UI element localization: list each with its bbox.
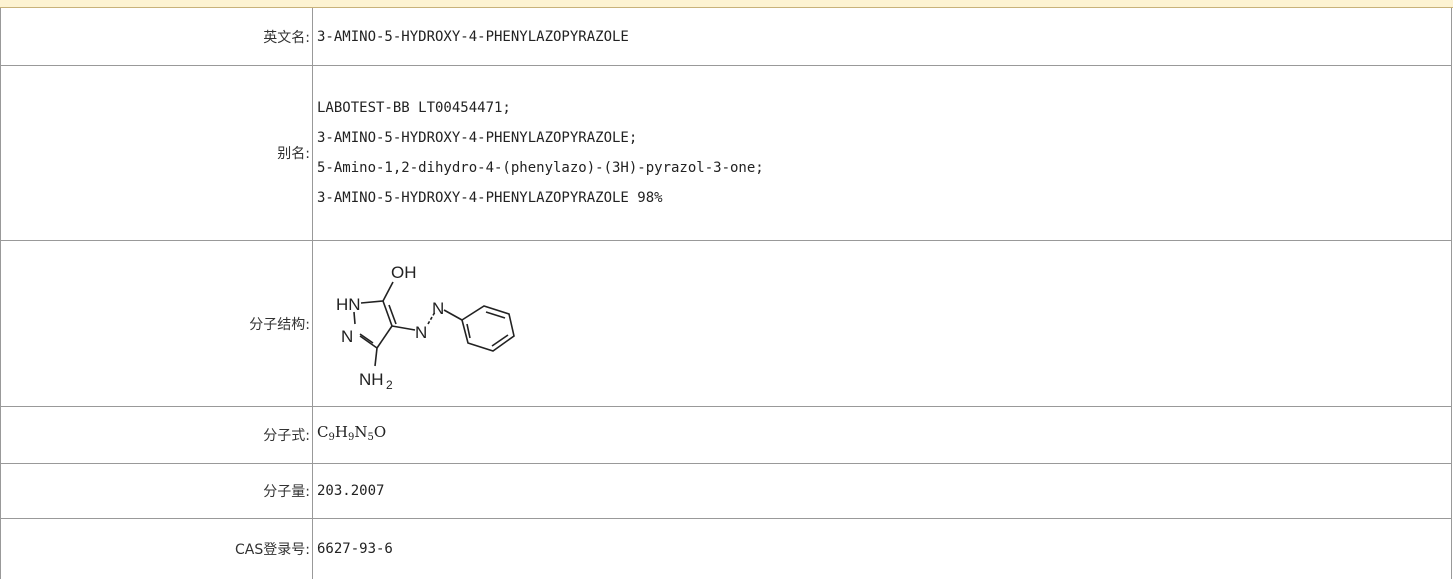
alias-item: 3-AMINO-5-HYDROXY-4-PHENYLAZOPYRAZOLE; xyxy=(317,130,638,146)
structure-value: OH HN N N N NH 2 xyxy=(313,241,1451,406)
bond xyxy=(360,299,384,304)
aliases-label: 别名: xyxy=(1,66,313,240)
bond xyxy=(443,308,463,321)
bond xyxy=(485,310,506,319)
formula-element: O xyxy=(373,423,387,441)
formula-element: H xyxy=(334,423,348,441)
bond xyxy=(374,347,378,366)
alias-item: 5-Amino-1,2-dihydro-4-(phenylazo)-(3H)-p… xyxy=(317,160,764,176)
atom-label: OH xyxy=(391,263,417,282)
bond xyxy=(359,334,378,349)
alias-item: 3-AMINO-5-HYDROXY-4-PHENYLAZOPYRAZOLE 98… xyxy=(317,190,663,206)
formula-count: 9 xyxy=(328,432,335,443)
phenyl-ring xyxy=(461,304,515,352)
weight-value: 203.2007 xyxy=(313,464,1451,518)
english-name-value: 3-AMINO-5-HYDROXY-4-PHENYLAZOPYRAZOLE xyxy=(313,8,1451,65)
formula-count: 9 xyxy=(347,432,355,443)
formula-text: C9H9N5O xyxy=(317,417,1451,453)
alias-item: LABOTEST-BB LT00454471; xyxy=(317,100,511,116)
formula-label: 分子式: xyxy=(1,407,313,463)
row-cas: CAS登录号: 6627-93-6 xyxy=(1,519,1451,579)
structure-label: 分子结构: xyxy=(1,241,313,406)
atom-label-subscript: 2 xyxy=(386,378,393,392)
bond xyxy=(382,281,394,301)
cas-value: 6627-93-6 xyxy=(313,519,1451,579)
formula-element: C xyxy=(317,423,329,441)
cas-text: 6627-93-6 xyxy=(317,541,393,557)
cas-label: CAS登录号: xyxy=(1,519,313,579)
bond xyxy=(391,324,416,331)
atom-label: N xyxy=(341,327,353,346)
atom-label: N xyxy=(432,299,444,318)
bond xyxy=(359,332,374,344)
formula-value: C9H9N5O xyxy=(313,407,1451,463)
formula-element: N xyxy=(354,423,368,441)
row-formula: 分子式: C9H9N5O xyxy=(1,407,1451,464)
weight-label: 分子量: xyxy=(1,464,313,518)
atom-label: N xyxy=(415,323,427,342)
row-structure: 分子结构: xyxy=(1,241,1451,407)
molecule-structure-image: OH HN N N N NH 2 xyxy=(336,263,515,392)
bond xyxy=(388,304,397,324)
bond xyxy=(466,323,471,338)
english-name-text: 3-AMINO-5-HYDROXY-4-PHENYLAZOPYRAZOLE xyxy=(317,28,629,45)
bond xyxy=(427,311,436,324)
bond xyxy=(491,333,509,347)
atom-label: HN xyxy=(336,295,361,314)
row-english-name: 英文名: 3-AMINO-5-HYDROXY-4-PHENYLAZOPYRAZO… xyxy=(1,8,1451,66)
formula-count: 5 xyxy=(367,432,374,443)
bond xyxy=(382,300,393,326)
header-band xyxy=(0,0,1453,8)
weight-text: 203.2007 xyxy=(317,483,385,499)
row-aliases: 别名: LABOTEST-BB LT00454471; 3-AMINO-5-HY… xyxy=(1,66,1451,241)
bond xyxy=(376,325,393,348)
bond xyxy=(353,311,356,324)
property-table: 英文名: 3-AMINO-5-HYDROXY-4-PHENYLAZOPYRAZO… xyxy=(0,8,1452,579)
english-name-label: 英文名: xyxy=(1,8,313,65)
row-weight: 分子量: 203.2007 xyxy=(1,464,1451,519)
atom-label: NH xyxy=(359,370,384,389)
aliases-value: LABOTEST-BB LT00454471; 3-AMINO-5-HYDROX… xyxy=(313,66,1451,240)
